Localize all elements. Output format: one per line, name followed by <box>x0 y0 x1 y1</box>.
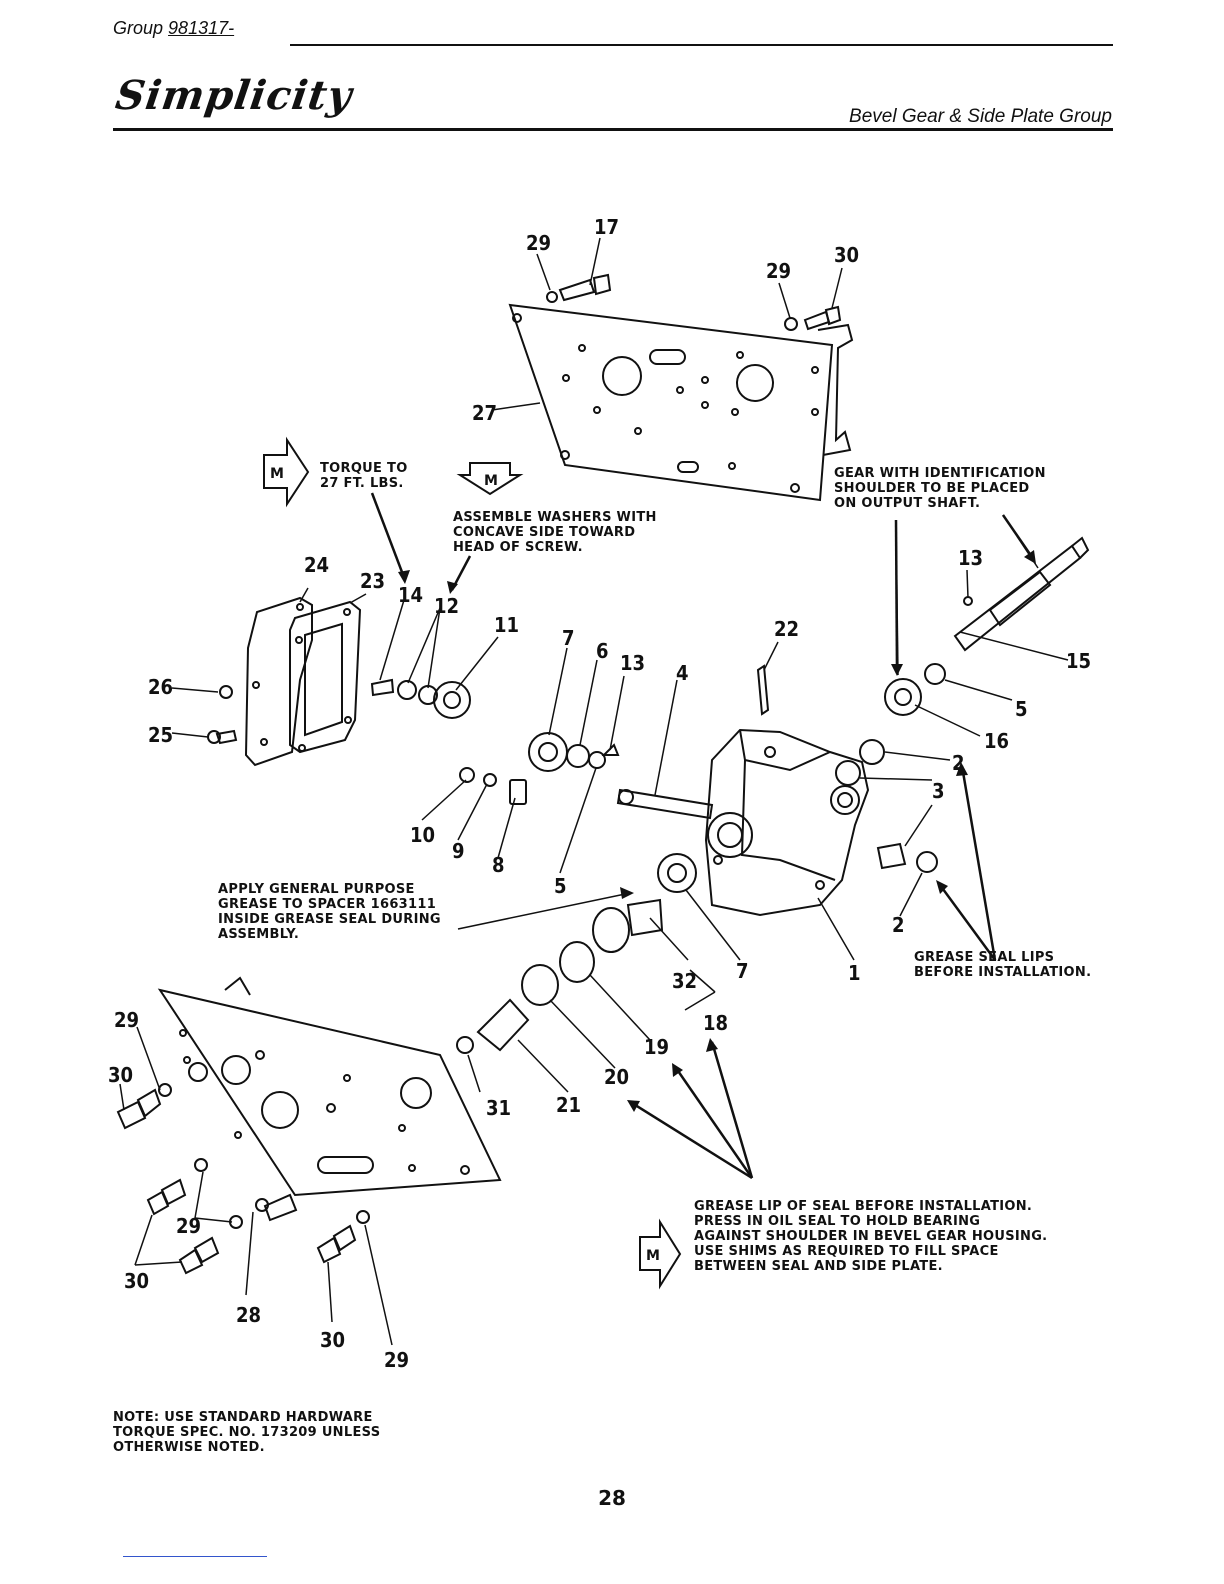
part-label: 14 <box>398 583 423 607</box>
seal-lips-callout: GREASE SEAL LIPS BEFORE INSTALLATION. <box>914 950 1092 980</box>
seal-install-callout: GREASE LIP OF SEAL BEFORE INSTALLATION. … <box>694 1199 1048 1274</box>
part-label: 3 <box>932 779 945 803</box>
part-label: 30 <box>320 1328 345 1352</box>
part-label: 2 <box>892 913 905 937</box>
spacer-grease-callout: APPLY GENERAL PURPOSE GREASE TO SPACER 1… <box>218 882 441 942</box>
hardware-note: NOTE: USE STANDARD HARDWARE TORQUE SPEC.… <box>113 1410 381 1455</box>
header-rule-top <box>290 44 1113 46</box>
header-rule-bottom <box>113 128 1113 131</box>
footer-rule <box>123 1556 267 1557</box>
bottom-side-plate <box>157 988 502 1197</box>
torque-callout: TORQUE TO 27 FT. LBS. <box>320 461 408 491</box>
part-label: 21 <box>556 1093 581 1117</box>
part-label: 30 <box>108 1063 133 1087</box>
cover-gasket <box>289 600 362 754</box>
part-label: 19 <box>644 1035 669 1059</box>
part-label: 28 <box>236 1303 261 1327</box>
page-number: 28 <box>598 1486 626 1510</box>
part-label: 29 <box>526 231 551 255</box>
part-label: 7 <box>562 626 575 650</box>
part-label: 17 <box>594 215 619 239</box>
part-label: 29 <box>176 1214 201 1238</box>
group-label: Group 981317- <box>113 18 235 38</box>
part-label: 7 <box>736 959 749 983</box>
part-label: 13 <box>958 546 983 570</box>
part-label: 2 <box>952 751 965 775</box>
part-label: 15 <box>1066 649 1091 673</box>
spacer-sleeve <box>476 998 530 1052</box>
leader-lines <box>119 237 1069 1346</box>
part-number-labels: 17 29 30 29 27 13 15 5 16 2 3 2 24 23 14… <box>108 215 1091 1372</box>
part-label: 13 <box>620 651 645 675</box>
part-label: 24 <box>304 553 329 577</box>
washers-callout: ASSEMBLE WASHERS WITH CONCAVE SIDE TOWAR… <box>453 510 657 555</box>
output-gear <box>884 678 922 716</box>
part-label: 16 <box>984 729 1009 753</box>
part-label: 30 <box>834 243 859 267</box>
section-title: Bevel Gear & Side Plate Group <box>849 106 1112 127</box>
part-label: 30 <box>124 1269 149 1293</box>
m-markers <box>263 436 682 1290</box>
group-number: 981317- <box>168 18 235 38</box>
part-label: 20 <box>604 1065 629 1089</box>
part-label: 31 <box>486 1096 511 1120</box>
m-marker-1: M <box>270 466 284 482</box>
part-label: 23 <box>360 569 385 593</box>
bevel-gear-housing <box>704 728 870 917</box>
part-label: 1 <box>848 961 861 985</box>
part-label: 26 <box>148 675 173 699</box>
part-label: 18 <box>703 1011 728 1035</box>
part-label: 10 <box>410 823 435 847</box>
part-label: 25 <box>148 723 173 747</box>
part-label: 9 <box>452 839 465 863</box>
gear-shoulder-callout: GEAR WITH IDENTIFICATION SHOULDER TO BE … <box>834 466 1046 511</box>
part-label: 29 <box>114 1008 139 1032</box>
part-label: 29 <box>766 259 791 283</box>
part-label: 27 <box>472 401 497 425</box>
part-label: 6 <box>596 639 609 663</box>
m-marker-2: M <box>484 473 498 489</box>
part-label: 12 <box>434 594 459 618</box>
bearing-right <box>657 853 697 893</box>
top-side-plate <box>508 303 834 502</box>
part-label: 29 <box>384 1348 409 1372</box>
part-label: 5 <box>554 874 567 898</box>
part-label: 11 <box>494 613 519 637</box>
part-label: 8 <box>492 853 505 877</box>
part-label: 22 <box>774 617 799 641</box>
part-label: 32 <box>672 969 697 993</box>
part-label: 4 <box>676 661 689 685</box>
bevel-pinion-gear <box>433 681 471 719</box>
part-label: 5 <box>1015 697 1028 721</box>
m-marker-3: M <box>646 1248 660 1264</box>
bearing-left <box>528 732 568 772</box>
